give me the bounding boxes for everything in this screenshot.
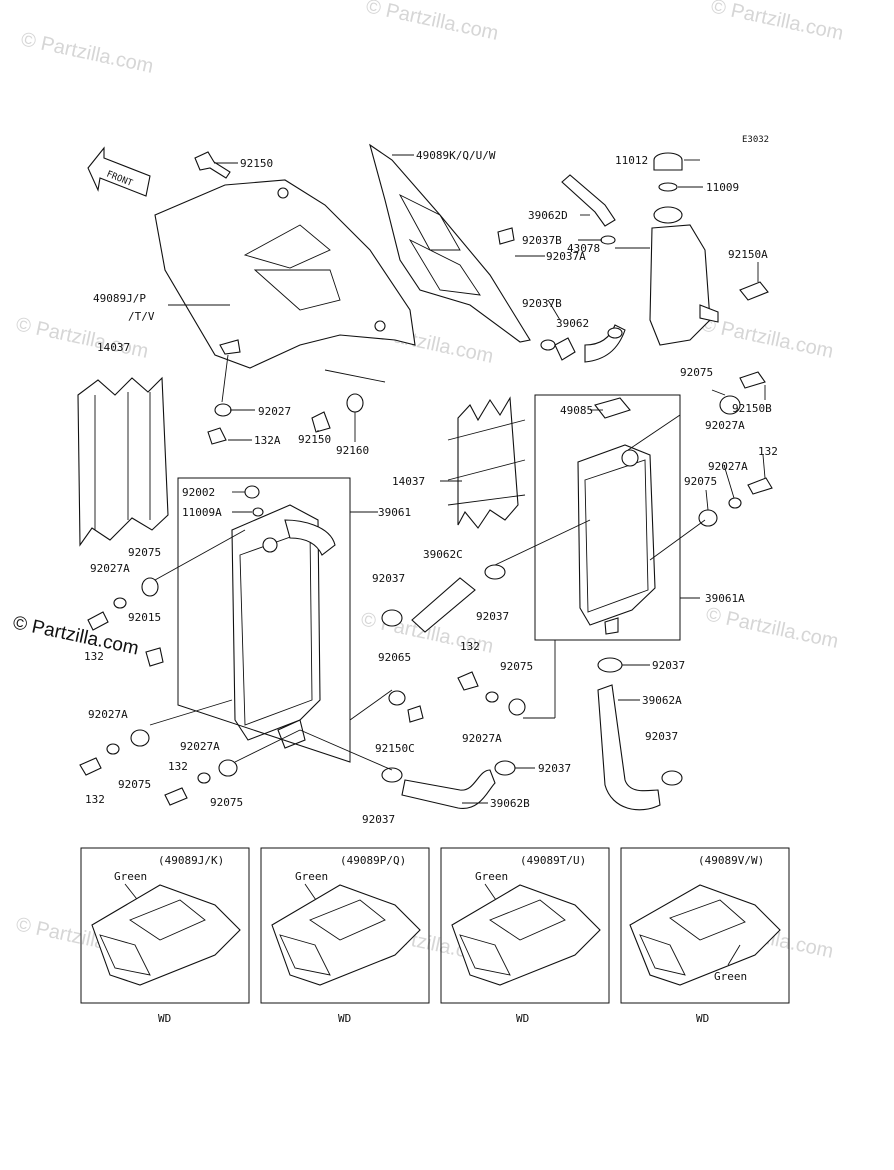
variant-panel-4: (49089V/W) Green WD xyxy=(620,847,790,1025)
callout-92027: 92027 xyxy=(258,405,291,418)
variant-code: (49089V/W) xyxy=(698,854,764,867)
callout-49089TV: /T/V xyxy=(128,310,155,323)
callout-92037-bottom: 92037 xyxy=(362,813,395,826)
clamps xyxy=(381,227,683,786)
callout-11012: 11012 xyxy=(615,154,648,167)
callout-92037B-lower: 92037B xyxy=(522,297,562,310)
callout-92037-right-lower: 92037 xyxy=(645,730,678,743)
callout-92037A: 92037A xyxy=(546,250,586,263)
callout-92027A-left: 92027A xyxy=(90,562,130,575)
left-shroud-part xyxy=(154,179,416,369)
callout-132-bottom-left: 132 xyxy=(85,793,105,806)
radiator-guard-center-part xyxy=(447,396,526,529)
variant-model: WD xyxy=(158,1012,171,1025)
hoses xyxy=(401,174,661,811)
callout-49089KQUW: 49089K/Q/U/W xyxy=(416,149,496,162)
callout-132-center: 132 xyxy=(460,640,480,653)
variant-model: WD xyxy=(516,1012,529,1025)
callout-11009: 11009 xyxy=(706,181,739,194)
callout-14037-center: 14037 xyxy=(392,475,425,488)
variant-model: WD xyxy=(338,1012,351,1025)
leader-lines xyxy=(149,154,766,804)
watermark-text: © Partzilla.com xyxy=(364,0,500,45)
callout-92150: 92150 xyxy=(240,157,273,170)
callout-39061A: 39061A xyxy=(705,592,745,605)
callout-92075-bottom: 92075 xyxy=(210,796,243,809)
callout-labels: 92150 49089K/Q/U/W 11012 11009 39062D 92… xyxy=(84,149,778,826)
callout-92027A: 92027A xyxy=(705,419,745,432)
front-arrow-icon: FRONT xyxy=(87,146,151,197)
callout-39062: 39062 xyxy=(556,317,589,330)
variant-panel-2: (49089P/Q) Green WD xyxy=(260,847,430,1025)
callout-92075: 92075 xyxy=(684,475,717,488)
callout-39062A: 39062A xyxy=(642,694,682,707)
reservoir-tank-part xyxy=(649,206,719,346)
callout-132-bottom: 132 xyxy=(168,760,188,773)
callout-92075-center: 92075 xyxy=(500,660,533,673)
callout-39062D: 39062D xyxy=(528,209,568,222)
radiator-guard-left-part xyxy=(77,376,169,547)
callout-92037: 92037 xyxy=(476,610,509,623)
variant-color: Green xyxy=(714,970,747,983)
callout-92037: 92037 xyxy=(372,572,405,585)
watermark-text: © Partzilla.com xyxy=(704,603,840,653)
callout-92027A-bottom-left: 92027A xyxy=(88,708,128,721)
diagram-code: E3032 xyxy=(742,135,769,145)
callout-39061: 39061 xyxy=(378,506,411,519)
watermark-text: © Partzilla.com xyxy=(709,0,845,45)
variant-color: Green xyxy=(114,870,147,883)
watermark-text: © Partzilla.com xyxy=(19,28,155,78)
callout-92065: 92065 xyxy=(378,651,411,664)
callout-43078: 43078 xyxy=(567,242,600,255)
callout-92150A: 92150A xyxy=(728,248,768,261)
variant-panel-1: (49089J/K) Green WD xyxy=(80,847,250,1025)
callout-92027A-center: 92027A xyxy=(462,732,502,745)
callout-132A: 132A xyxy=(254,434,281,447)
variant-code: (49089T/U) xyxy=(520,854,586,867)
variant-panels: (49089J/K) Green WD (49089P/Q) Green WD … xyxy=(80,847,790,1025)
callout-92027A: 92027A xyxy=(708,460,748,473)
variant-color: Green xyxy=(295,870,328,883)
hardware xyxy=(79,151,773,806)
callout-92160: 92160 xyxy=(336,444,369,457)
callout-92015: 92015 xyxy=(128,611,161,624)
variant-model: WD xyxy=(696,1012,709,1025)
variant-code: (49089P/Q) xyxy=(340,854,406,867)
variant-panel-3: (49089T/U) Green WD xyxy=(440,847,610,1025)
watermark-text: © Partzilla.com xyxy=(699,313,835,363)
callout-39062B: 39062B xyxy=(490,797,530,810)
callout-11009A: 11009A xyxy=(182,506,222,519)
callout-132: 132 xyxy=(758,445,778,458)
variant-code: (49089J/K) xyxy=(158,854,224,867)
callout-92037-center-lower: 92037 xyxy=(538,762,571,775)
right-radiator-part xyxy=(577,444,656,635)
callout-92075: 92075 xyxy=(680,366,713,379)
callout-92002: 92002 xyxy=(182,486,215,499)
watermark-text-dark: © Partzilla.com xyxy=(11,612,141,659)
callout-92075-left: 92075 xyxy=(128,546,161,559)
callout-92150C: 92150C xyxy=(375,742,415,755)
variant-color: Green xyxy=(475,870,508,883)
callout-132-left: 132 xyxy=(84,650,104,663)
callout-92027A-bottom: 92027A xyxy=(180,740,220,753)
callout-92150-mid: 92150 xyxy=(298,433,331,446)
callout-39062C: 39062C xyxy=(423,548,463,561)
right-shroud-part xyxy=(369,143,531,343)
assembly-frames xyxy=(177,394,681,763)
callout-92037B: 92037B xyxy=(522,234,562,247)
callout-92037-right: 92037 xyxy=(652,659,685,672)
cap-part xyxy=(653,152,683,192)
callout-49089JP: 49089J/P xyxy=(93,292,146,305)
callout-49085: 49085 xyxy=(560,404,593,417)
callout-92150B: 92150B xyxy=(732,402,772,415)
callout-92075-bottom-left: 92075 xyxy=(118,778,151,791)
left-radiator-part xyxy=(231,504,336,749)
callout-14037: 14037 xyxy=(97,341,130,354)
